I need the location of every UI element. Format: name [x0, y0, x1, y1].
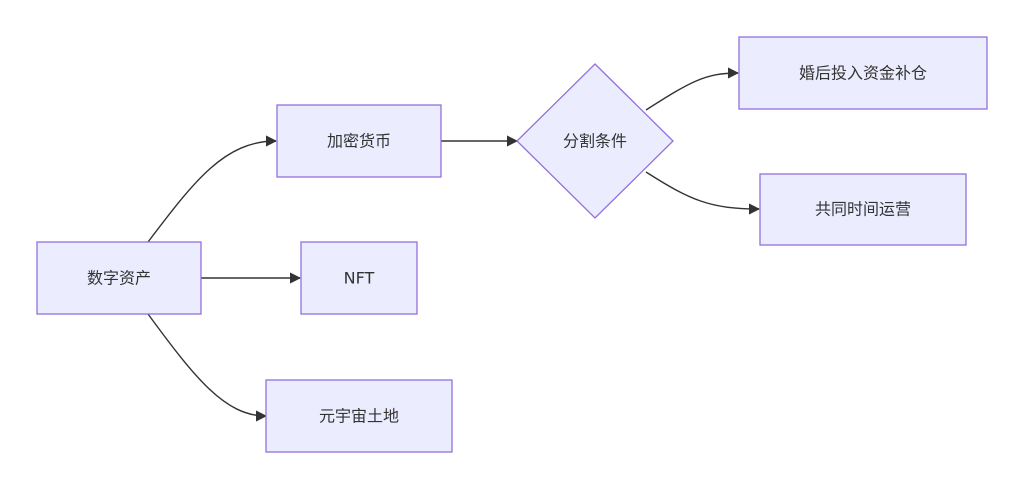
- edge-split-condition-to-post-marriage: [645, 67, 740, 111]
- node-nft: NFT: [300, 241, 418, 315]
- edges: [147, 67, 761, 422]
- node-joint-operation: 共同时间运营: [759, 173, 967, 246]
- node-label-nft: NFT: [344, 269, 375, 288]
- edge-digital-assets-to-metaverse-land: [147, 313, 268, 422]
- node-crypto: 加密货币: [276, 104, 442, 178]
- node-digital-assets: 数字资产: [36, 241, 202, 315]
- node-post-marriage-funding: 婚后投入资金补仓: [738, 36, 988, 110]
- node-label-crypto: 加密货币: [327, 132, 391, 151]
- edge-split-condition-to-joint-operation: [645, 171, 761, 215]
- node-label-digital-assets: 数字资产: [87, 269, 151, 288]
- node-split-condition: 分割条件: [516, 63, 674, 219]
- node-label-split-condition: 分割条件: [563, 132, 627, 151]
- node-label-metaverse-land: 元宇宙土地: [319, 407, 399, 426]
- edge-digital-assets-to-crypto: [147, 135, 278, 243]
- node-label-post-marriage-funding: 婚后投入资金补仓: [799, 64, 927, 83]
- node-label-joint-operation: 共同时间运营: [815, 200, 911, 219]
- node-metaverse-land: 元宇宙土地: [265, 379, 453, 453]
